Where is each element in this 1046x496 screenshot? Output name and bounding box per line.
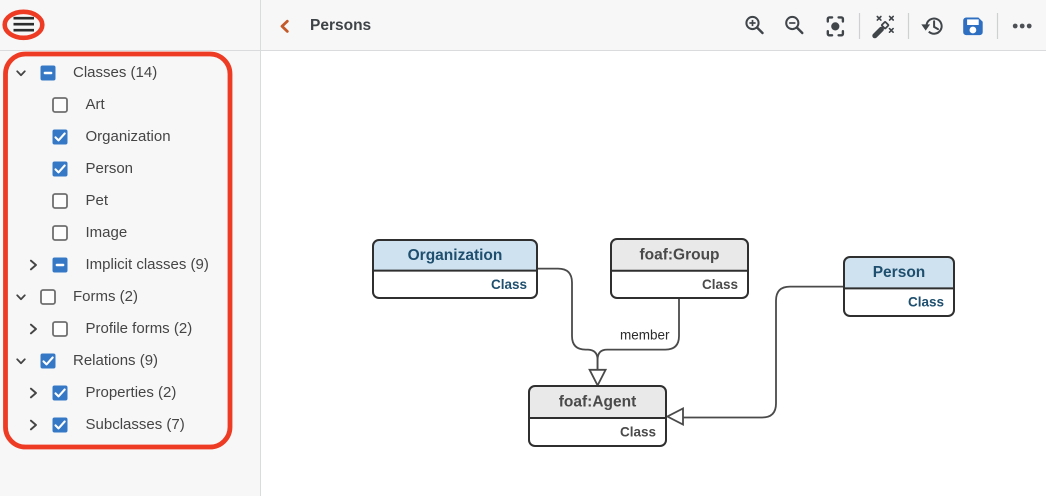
svg-text:foaf:Agent: foaf:Agent [559,394,637,411]
svg-text:Class: Class [620,425,656,440]
svg-text:Person: Person [873,264,926,281]
svg-text:Organization: Organization [408,247,503,264]
svg-text:foaf:Group: foaf:Group [639,246,719,263]
svg-text:Class: Class [491,277,527,292]
svg-text:member: member [620,327,670,342]
svg-text:Class: Class [702,277,738,292]
svg-text:Class: Class [908,295,944,310]
